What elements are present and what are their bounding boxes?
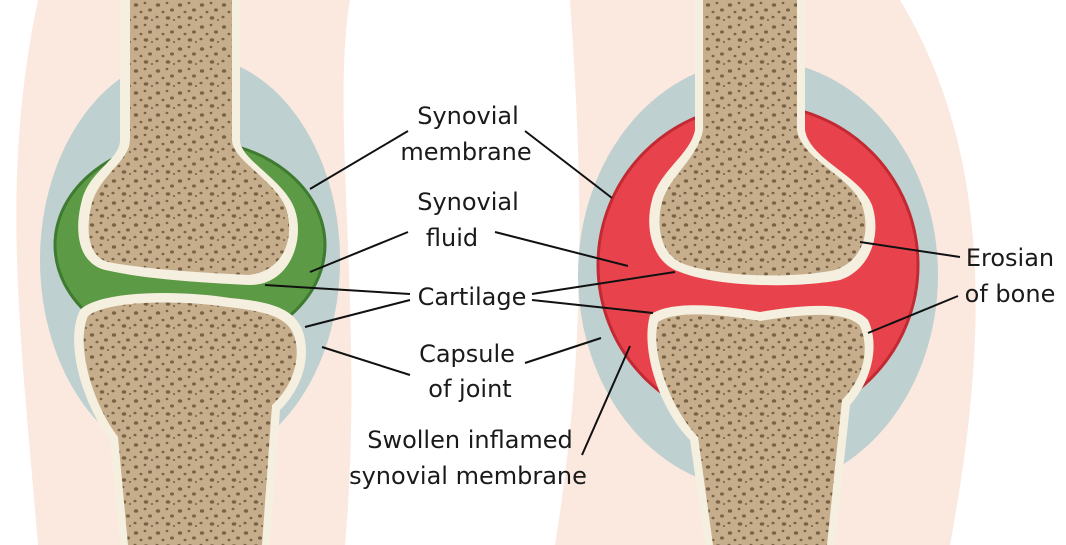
label-swollen-line2: synovial membrane [349,462,587,490]
label-capsule-line2: of joint [428,375,511,403]
label-erosion-line1: Erosian [966,244,1054,272]
label-synovial-fluid-line1: Synovial [417,188,519,216]
label-swollen-line1: Swollen inflamed [367,426,573,454]
label-synovial-membrane-line2: membrane [400,138,531,166]
label-synovial-fluid-line2: fluid [426,224,478,252]
label-cartilage: Cartilage [418,283,527,311]
label-erosion-line2: of bone [965,280,1056,308]
label-capsule-line1: Capsule [419,340,515,368]
inflamed-joint [555,0,976,545]
label-synovial-membrane-line1: Synovial [417,102,519,130]
healthy-joint [16,0,351,545]
